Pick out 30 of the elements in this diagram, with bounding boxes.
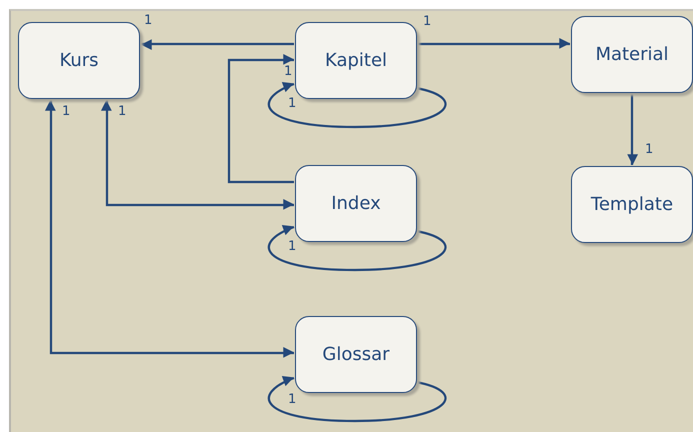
arrow	[140, 39, 294, 50]
arrow	[418, 38, 570, 49]
entity-name: Material	[595, 44, 669, 65]
entity-name: Template	[590, 194, 674, 215]
multiplicity-label: 1	[288, 240, 296, 254]
multiplicity-label: 1	[423, 15, 432, 29]
multiplicity-label: 1	[144, 14, 152, 28]
entity-box	[295, 22, 417, 99]
entity-name: Kapitel	[324, 50, 388, 71]
entity-name: Kurs	[59, 50, 99, 71]
self-loop-arrow	[268, 82, 446, 128]
entity-box	[571, 166, 693, 243]
multiplicity-label: 1	[62, 105, 70, 119]
self-loop-arrow	[268, 226, 446, 272]
entity-name: Glossar	[322, 344, 390, 365]
multiplicity-label: 1	[288, 393, 296, 407]
arrow	[100, 100, 294, 210]
self-loop-arrow	[268, 376, 446, 422]
multiplicity-label: 1	[645, 143, 654, 157]
entity-box	[295, 165, 417, 242]
arrow	[44, 100, 294, 358]
arrow	[228, 54, 294, 184]
multiplicity-label: 1	[288, 97, 296, 111]
arrow	[627, 94, 638, 166]
multiplicity-label: 1	[284, 65, 292, 79]
entity-name: Index	[331, 193, 381, 214]
entity-box	[18, 22, 140, 99]
entity-box	[295, 316, 417, 393]
multiplicity-label: 1	[118, 105, 126, 119]
entity-box	[571, 16, 693, 93]
